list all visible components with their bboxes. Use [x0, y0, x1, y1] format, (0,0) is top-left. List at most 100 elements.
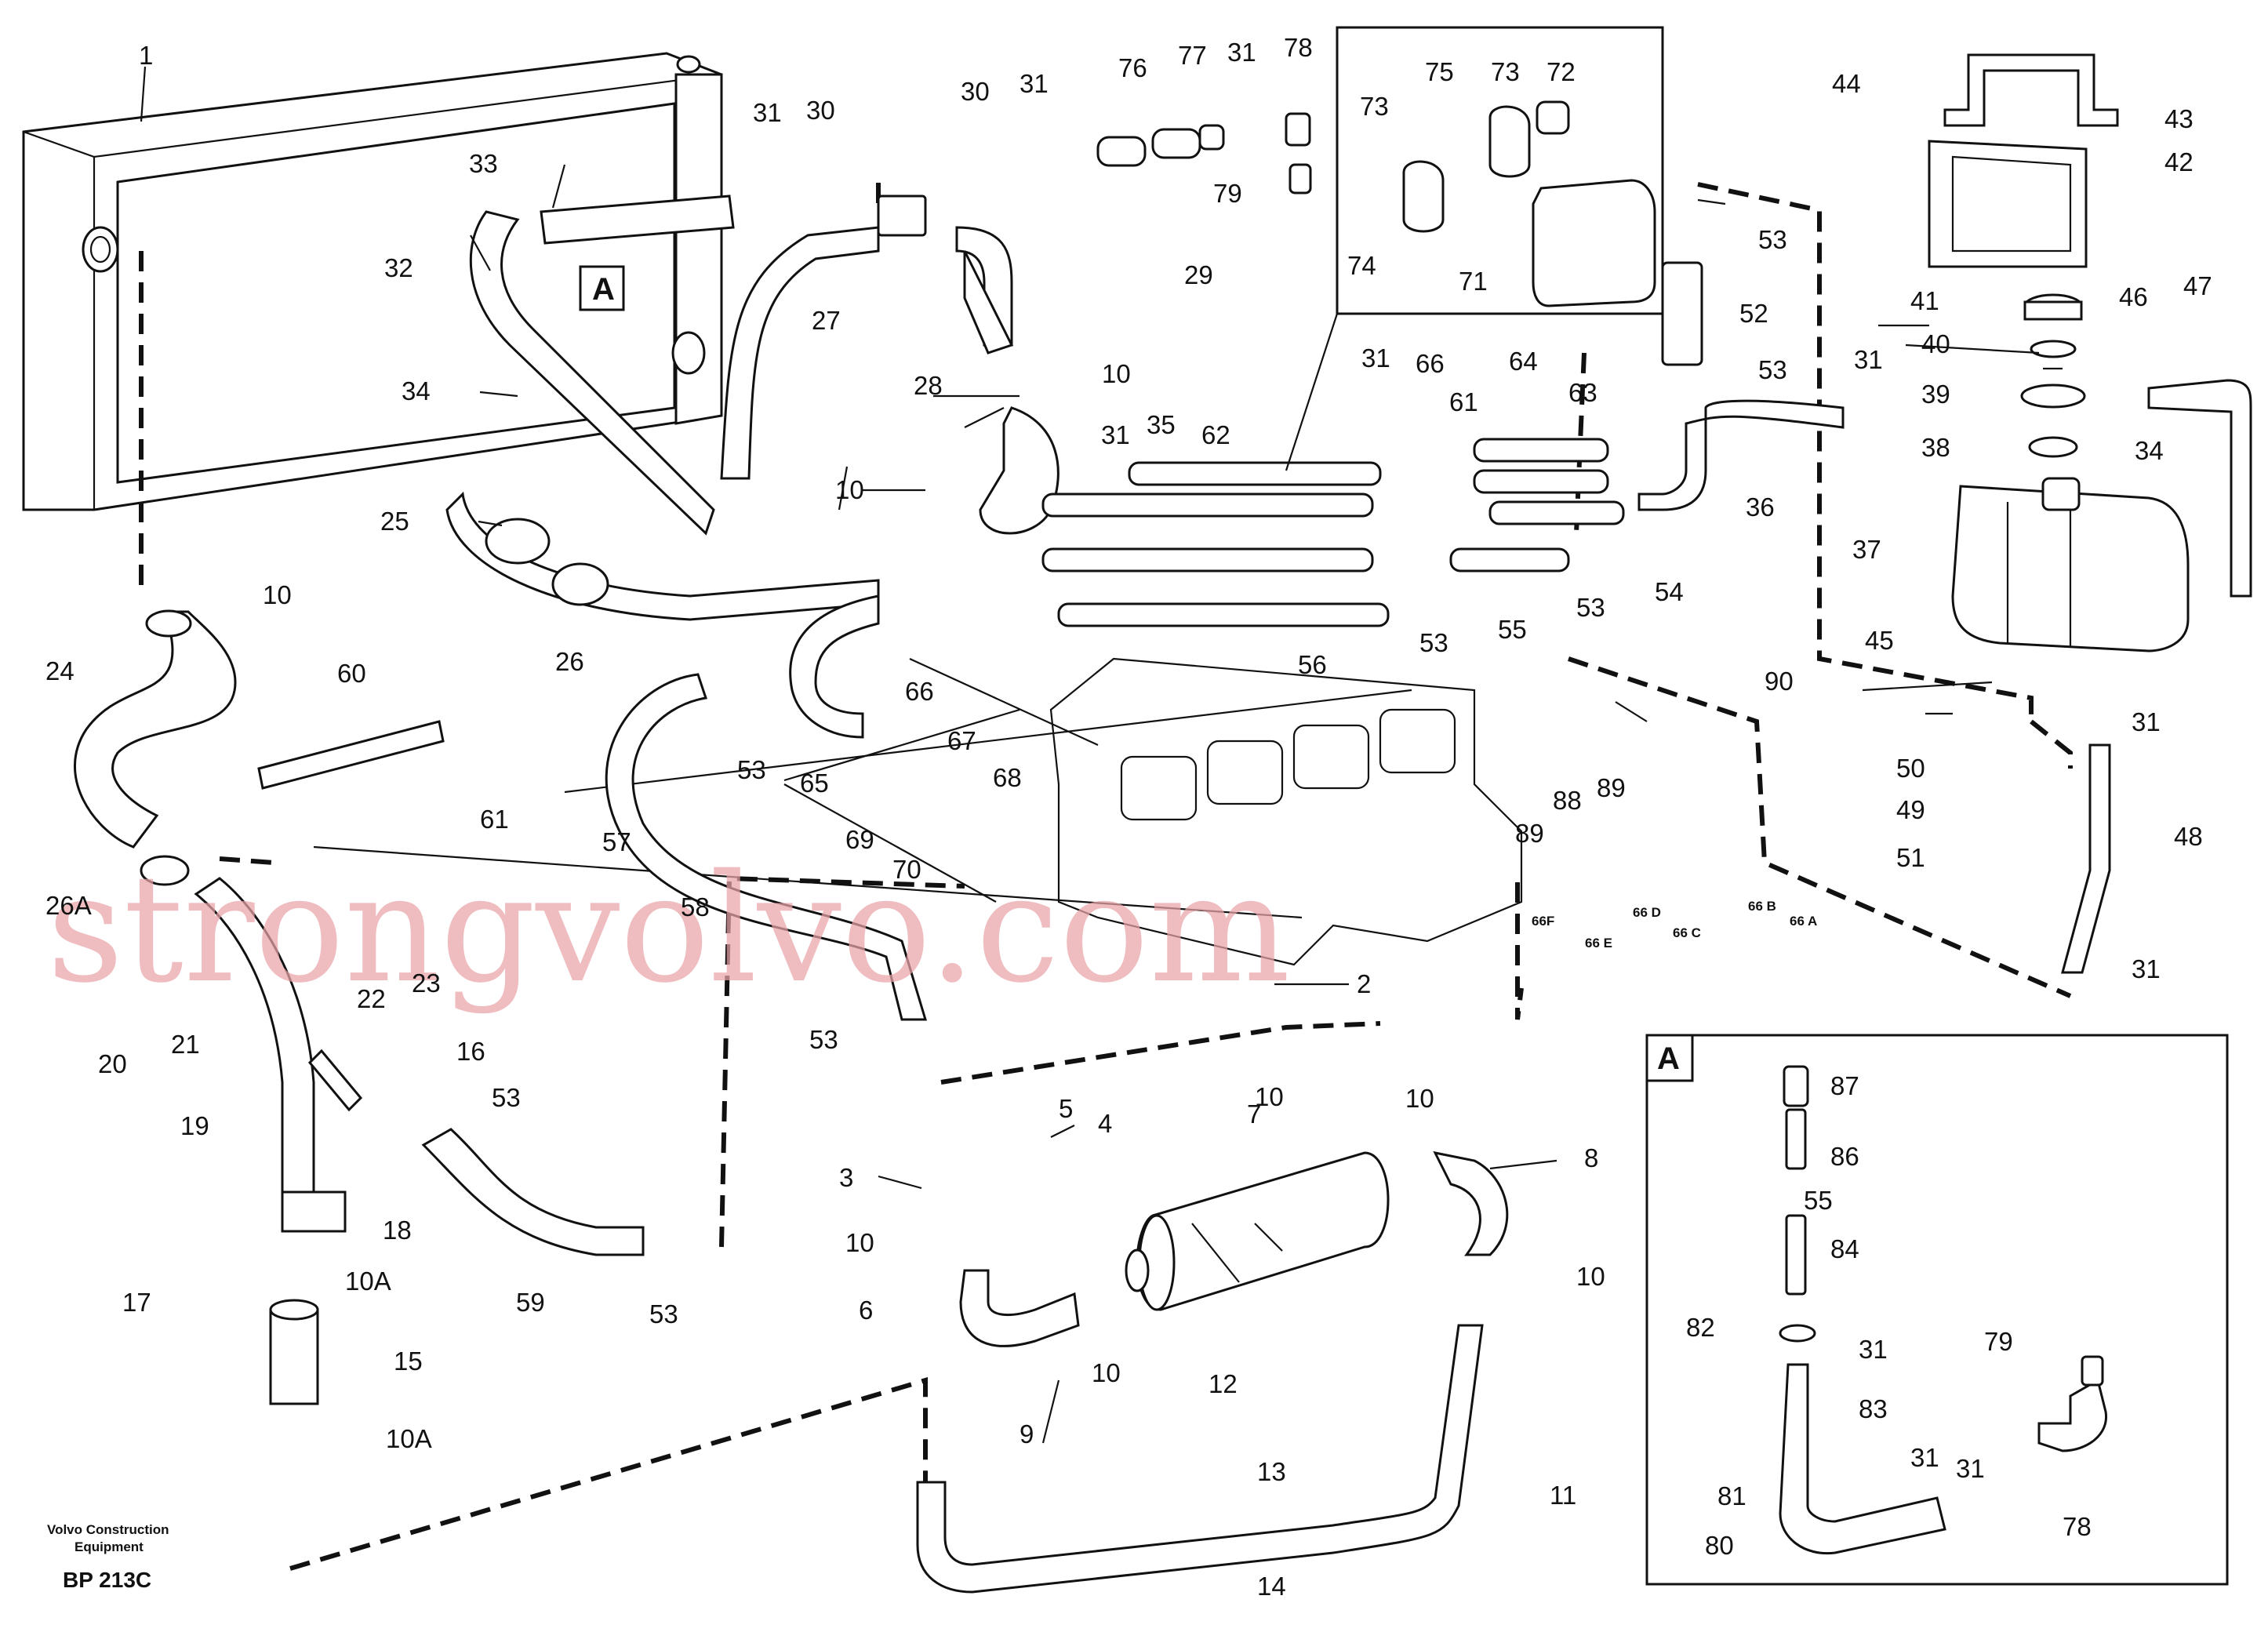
callout-23: 23: [412, 969, 441, 998]
callout-10-g: 10: [1576, 1262, 1605, 1291]
callout-31-e: 31: [1361, 343, 1390, 373]
watermark-text: strongvolvo.com: [47, 842, 1290, 1016]
callout-39: 39: [1921, 380, 1950, 409]
callout-47: 47: [2183, 271, 2212, 300]
callout-74: 74: [1347, 251, 1376, 280]
callout-66e: 66 E: [1585, 936, 1612, 950]
callout-89-b: 89: [1597, 773, 1626, 802]
callout-22: 22: [357, 984, 386, 1013]
callout-73-b: 73: [1491, 57, 1520, 86]
callout-30-a: 30: [806, 96, 835, 125]
callout-78-b: 78: [2063, 1512, 2092, 1541]
callout-56: 56: [1298, 650, 1327, 679]
callout-54: 54: [1655, 577, 1684, 606]
callout-48: 48: [2174, 822, 2203, 851]
callout-31-b: 31: [1020, 69, 1049, 98]
callout-58: 58: [681, 892, 710, 921]
callout-90: 90: [1765, 667, 1794, 696]
callout-leaders: [140, 66, 2063, 1444]
callout-66-a: 66: [1416, 349, 1445, 378]
callout-36: 36: [1746, 493, 1775, 522]
callout-84: 84: [1830, 1234, 1859, 1263]
callout-38: 38: [1921, 433, 1950, 462]
callout-5: 5: [1059, 1094, 1073, 1123]
detail-box-a-letter: A: [1657, 1041, 1680, 1076]
callout-2: 2: [1357, 969, 1371, 998]
callout-79-b: 79: [1984, 1327, 2013, 1356]
detail-box-a-tag: A: [1645, 1034, 1694, 1082]
drawing-code: BP 213C: [63, 1568, 151, 1592]
callout-10-d: 10: [845, 1228, 874, 1257]
hose-assembly: [73, 194, 2252, 1405]
callout-31-f: 31: [1854, 345, 1883, 374]
callout-49: 49: [1896, 795, 1925, 824]
callout-87: 87: [1830, 1071, 1859, 1100]
maker-name-line1: Volvo Construction: [47, 1522, 169, 1537]
callout-37: 37: [1852, 535, 1881, 564]
callout-31-c: 31: [1227, 38, 1256, 67]
callout-33: 33: [469, 149, 498, 178]
water-filter: [1125, 1151, 1390, 1311]
callout-60: 60: [337, 659, 366, 688]
callout-73-a: 73: [1360, 92, 1389, 121]
pipes-6-8-9: [916, 1150, 1509, 1594]
callout-numbers: 1 2 3 4 5 6 7 8 9 10 10 10 10 10 10 10 1…: [45, 33, 2212, 1601]
callout-43: 43: [2164, 104, 2193, 133]
callout-68: 68: [993, 763, 1022, 792]
callout-66-b: 66: [905, 677, 934, 706]
callout-9: 9: [1020, 1419, 1034, 1448]
expansion-tank: [1951, 477, 2190, 652]
callout-28: 28: [914, 371, 943, 400]
callout-44: 44: [1832, 69, 1861, 98]
callout-12: 12: [1209, 1369, 1238, 1398]
reference-lines: [313, 466, 1648, 919]
callout-53-d: 53: [1419, 628, 1448, 657]
callout-71: 71: [1459, 267, 1488, 296]
callout-10-a: 10: [263, 580, 292, 609]
callout-10-c: 10: [835, 475, 864, 504]
callout-31-k: 31: [1956, 1454, 1985, 1483]
callout-15: 15: [394, 1347, 423, 1376]
callout-26: 26: [555, 647, 584, 676]
callout-65: 65: [800, 769, 829, 798]
callout-53-a: 53: [1758, 225, 1787, 254]
callout-53-g: 53: [492, 1083, 521, 1112]
callout-7: 7: [1247, 1100, 1261, 1129]
callout-27: 27: [812, 306, 841, 335]
callout-8: 8: [1584, 1143, 1598, 1172]
callout-10-f: 10: [1405, 1084, 1434, 1113]
callout-31-j: 31: [1910, 1443, 1939, 1472]
callout-80: 80: [1705, 1531, 1734, 1560]
callout-62: 62: [1201, 420, 1230, 449]
callout-53-e: 53: [737, 755, 766, 784]
radiator: [22, 52, 723, 511]
callout-57: 57: [602, 827, 631, 856]
callout-64: 64: [1509, 347, 1538, 376]
callout-19: 19: [180, 1111, 209, 1140]
maker-name-line2: Equipment: [75, 1539, 144, 1554]
engine-block-outline: [1049, 657, 1523, 966]
callout-79-a: 79: [1213, 179, 1242, 208]
callout-30-b: 30: [961, 77, 990, 106]
detail-marker-a-letter: A: [592, 272, 615, 307]
callout-86: 86: [1830, 1142, 1859, 1171]
callout-14: 14: [1257, 1572, 1286, 1601]
callout-67: 67: [947, 726, 976, 755]
callout-88: 88: [1553, 786, 1582, 815]
callout-4: 4: [1098, 1109, 1112, 1138]
callout-66b: 66 B: [1748, 899, 1776, 914]
callout-31-d: 31: [1101, 420, 1130, 449]
callout-26a: 26A: [45, 891, 92, 920]
callout-6: 6: [859, 1296, 873, 1325]
drawing-footer: Volvo Construction Equipment BP 213C: [47, 1522, 169, 1592]
callout-61-b: 61: [1449, 387, 1478, 416]
callout-11: 11: [1550, 1481, 1576, 1510]
callout-29: 29: [1184, 260, 1213, 289]
connection-dashed-lines: [139, 182, 2073, 1571]
detail-a-box: [1645, 1034, 2229, 1586]
callout-69: 69: [845, 825, 874, 854]
callout-76: 76: [1118, 53, 1147, 82]
detail-box-arrow: [1285, 313, 1339, 471]
callout-10-h: 10: [1255, 1082, 1284, 1111]
callout-21: 21: [171, 1030, 200, 1059]
